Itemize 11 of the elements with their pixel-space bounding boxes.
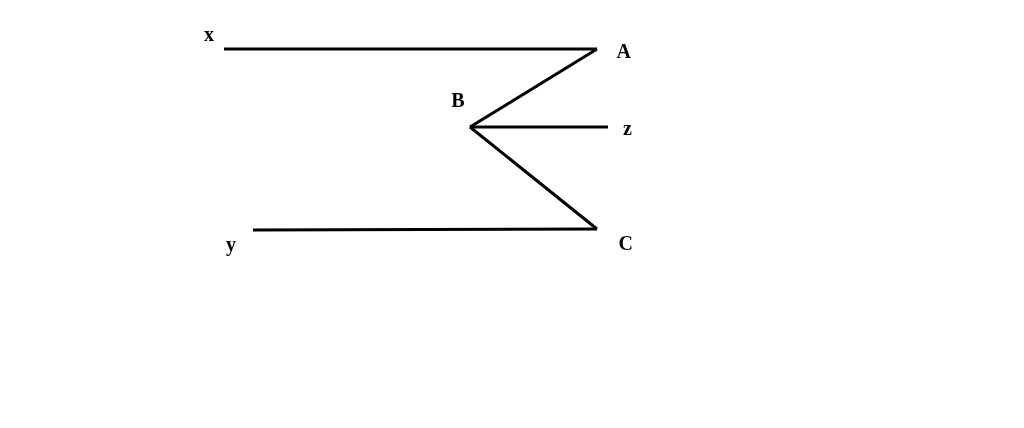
line-segment: [253, 227, 597, 232]
point-label: A: [616, 41, 631, 61]
point-label: x: [204, 24, 214, 44]
line-segment: [469, 47, 598, 129]
point-label: C: [618, 233, 633, 253]
line-segment: [469, 125, 598, 231]
point-label: B: [451, 90, 465, 110]
point-label: y: [226, 234, 236, 254]
line-segment: [224, 47, 597, 51]
line-segment: [470, 125, 608, 129]
point-label: z: [623, 118, 632, 138]
